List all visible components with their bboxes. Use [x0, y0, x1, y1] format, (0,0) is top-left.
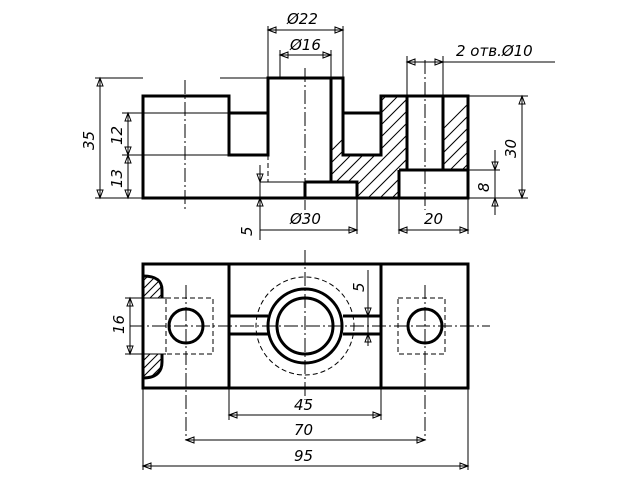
left-step — [227, 113, 270, 157]
center-bore — [329, 78, 359, 198]
dim-dia-30: Ø30 — [289, 210, 321, 228]
dim-height-8: 8 — [475, 182, 493, 192]
top-left-notch — [142, 274, 164, 380]
front-dimensions: Ø22 Ø16 2 отв.Ø10 35 12 13 30 8 5 — [80, 10, 555, 240]
dim-dia-22: Ø22 — [286, 10, 318, 28]
hatch-left-top — [143, 276, 162, 298]
section-hatching-main — [331, 79, 407, 198]
section-hatching-right — [443, 96, 468, 170]
dim-span-70: 70 — [294, 421, 313, 439]
dim-span-45: 45 — [294, 396, 313, 414]
dim-height-13: 13 — [108, 169, 126, 188]
right-hole — [397, 96, 468, 198]
top-view — [130, 250, 490, 440]
dim-width-16: 16 — [110, 315, 128, 334]
front-view — [141, 60, 470, 210]
top-slot — [229, 314, 381, 336]
dim-height-30: 30 — [502, 139, 520, 158]
top-dimensions: 5 16 45 70 95 — [110, 270, 470, 470]
dim-slot-5: 5 — [350, 282, 368, 292]
dim-height-35: 35 — [80, 131, 98, 150]
dim-holes-note: 2 отв.Ø10 — [456, 42, 533, 60]
dim-width-20: 20 — [424, 210, 443, 228]
hatch-left-bottom — [143, 354, 162, 378]
dim-depth-5: 5 — [238, 226, 256, 236]
dim-span-95: 95 — [294, 447, 313, 465]
bore-counterbore — [303, 180, 331, 198]
dim-height-12: 12 — [108, 126, 126, 145]
hidden-lines-front — [143, 96, 305, 183]
dim-dia-16: Ø16 — [289, 36, 321, 54]
